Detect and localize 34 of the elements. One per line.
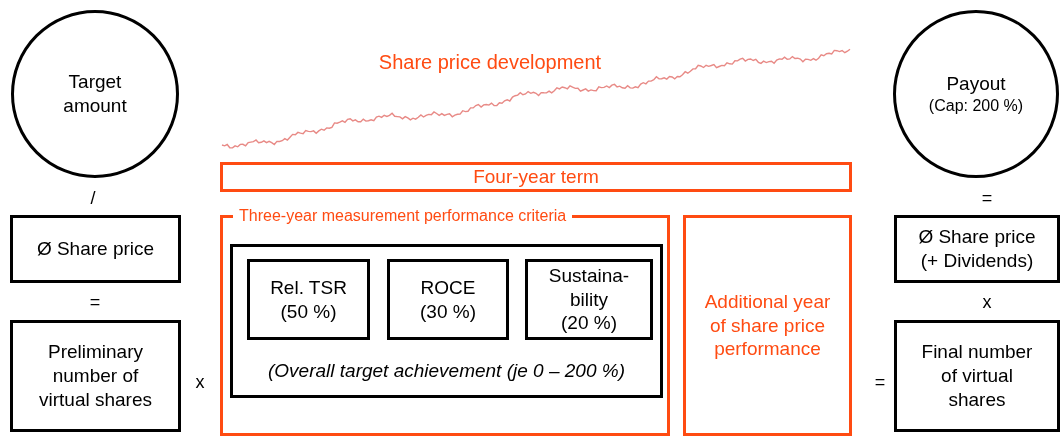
criterion-box — [525, 259, 653, 340]
formula-box — [10, 215, 181, 283]
formula-box — [10, 320, 181, 432]
node-text: Preliminary number of virtual shares — [38, 340, 153, 412]
node-text: (Overall target achievement (je 0 – 200 %) — [268, 359, 625, 383]
chart-title: Share price development — [377, 50, 603, 74]
term-bar — [220, 162, 852, 192]
operator: = — [873, 371, 887, 394]
operator: / — [89, 187, 97, 210]
node-text: Ø Share price (+ Dividends) — [917, 225, 1037, 273]
node-subtext: (20 %) — [561, 311, 617, 336]
frame-heading: Three-year measurement performance criteria — [233, 206, 573, 226]
node-text: ROCE — [420, 275, 476, 300]
node-subtext: (30 %) — [420, 299, 476, 324]
operator: = — [980, 187, 994, 210]
operator: x — [981, 291, 993, 314]
node-text: Four-year term — [473, 165, 599, 189]
node-subtext: (Cap: 200 %) — [928, 95, 1024, 116]
node-text: Additional year of share price performance — [703, 289, 832, 362]
formula-box — [894, 320, 1060, 432]
node-subtext: (50 %) — [280, 299, 337, 324]
node-text: Ø Share price — [36, 237, 155, 261]
node-text: Sustaina-bility — [547, 263, 631, 312]
additional-year-box — [683, 215, 852, 436]
criterion-box — [387, 259, 509, 340]
formula-box — [894, 215, 1060, 283]
criteria-group-box — [230, 244, 663, 398]
node-text: Rel. TSR — [270, 275, 347, 300]
criterion-box — [247, 259, 370, 340]
node-text: Target amount — [62, 70, 128, 118]
node-text: Final number of virtual shares — [920, 340, 1034, 412]
operator: = — [88, 291, 102, 314]
node-text: Payout — [946, 72, 1006, 96]
operator: x — [194, 371, 206, 394]
